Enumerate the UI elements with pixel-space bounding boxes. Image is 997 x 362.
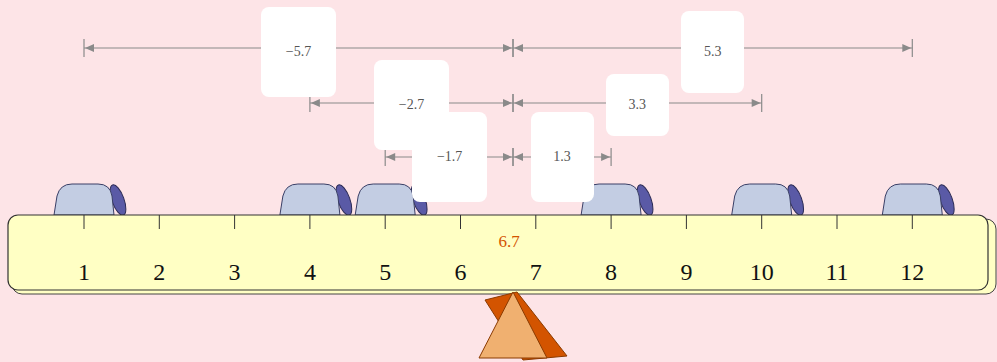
beam <box>8 215 996 294</box>
scale-number: 12 <box>899 259 925 286</box>
arrow-head <box>514 153 523 161</box>
arrow-head <box>386 153 395 161</box>
scale-number: 8 <box>604 259 618 286</box>
dimension-bar <box>512 39 513 57</box>
arrow-head <box>514 99 523 107</box>
beam-ruler <box>8 215 988 290</box>
scale-number: 3 <box>228 259 242 286</box>
arrow-head <box>503 44 512 52</box>
tick-mark <box>535 215 536 229</box>
tick-mark <box>460 215 461 229</box>
arrow-head <box>85 44 94 52</box>
tick-mark <box>686 215 687 229</box>
tick-mark <box>611 215 612 229</box>
arrow-head <box>503 153 512 161</box>
dimension-bar <box>512 148 513 166</box>
dimension-lines <box>84 39 912 166</box>
weight <box>355 184 415 215</box>
arrow-head <box>311 99 320 107</box>
weight <box>732 184 792 215</box>
scale-number: 5 <box>378 259 392 286</box>
weight <box>54 184 114 215</box>
dimension-bar <box>83 39 84 57</box>
weights <box>54 183 957 217</box>
arrow-head <box>752 99 761 107</box>
dimension-bar <box>761 94 762 112</box>
tick-mark <box>761 215 762 229</box>
scale-number: 10 <box>749 259 775 286</box>
weight <box>280 184 340 215</box>
scale-number: 1 <box>77 259 91 286</box>
scale-number: 11 <box>824 259 849 286</box>
fulcrum <box>479 292 567 360</box>
dimension-bar <box>512 148 513 166</box>
tick-mark <box>159 215 160 229</box>
scale-number: 7 <box>529 259 543 286</box>
dimension-bar <box>512 94 513 112</box>
scale-number: 9 <box>679 259 693 286</box>
tick-mark <box>234 215 235 229</box>
scale-number: 4 <box>303 259 317 286</box>
dimension-bar <box>512 39 513 57</box>
tick-mark <box>84 215 85 229</box>
dimension-label: −1.7 <box>412 112 487 202</box>
dimension-label: 3.3 <box>606 74 669 136</box>
tick-mark <box>309 215 310 229</box>
scale-number: 6 <box>454 259 468 286</box>
dimension-bar <box>385 148 386 166</box>
arrow-head <box>601 153 610 161</box>
dimension-bar <box>912 39 913 57</box>
tick-mark <box>385 215 386 229</box>
balance-point: 6.7 <box>497 232 520 252</box>
arrow-head <box>902 44 911 52</box>
scale-number: 2 <box>152 259 166 286</box>
weight <box>882 184 942 215</box>
dimension-bar <box>512 94 513 112</box>
arrow-head <box>503 99 512 107</box>
tick-mark <box>912 215 913 229</box>
tick-mark <box>837 215 838 229</box>
dimension-label: 1.3 <box>531 112 594 202</box>
fulcrum-triangle <box>479 292 547 358</box>
arrow-head <box>514 44 523 52</box>
dimension-bar <box>610 148 611 166</box>
dimension-label: 5.3 <box>681 11 744 93</box>
dimension-label: −5.7 <box>261 7 336 97</box>
